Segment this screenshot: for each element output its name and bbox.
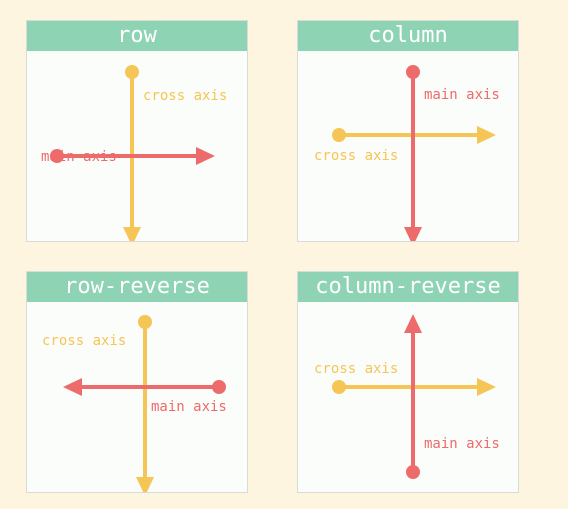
cross-axis-label: cross axis bbox=[314, 148, 399, 164]
panel-title: column-reverse bbox=[298, 272, 518, 302]
main-axis-start-dot bbox=[406, 465, 420, 479]
main-axis-start-dot bbox=[50, 149, 64, 163]
cross-axis-arrowhead bbox=[477, 378, 496, 396]
cross-axis-arrowhead bbox=[477, 126, 496, 144]
panel-row-reverse: row-reverse cross axis main axis bbox=[26, 271, 248, 493]
cross-axis-label: cross axis bbox=[143, 88, 228, 104]
cross-axis-start-dot bbox=[125, 65, 139, 79]
main-axis-start-dot bbox=[406, 65, 420, 79]
main-axis-label: main axis bbox=[424, 87, 500, 103]
panel-title: row bbox=[27, 21, 247, 51]
panel-title: column bbox=[298, 21, 518, 51]
main-axis-arrowhead bbox=[404, 314, 422, 333]
main-axis-label: main axis bbox=[41, 149, 117, 165]
panel-row: row cross axis main axis bbox=[26, 20, 248, 242]
cross-axis-arrowhead bbox=[123, 227, 141, 241]
main-axis-label: main axis bbox=[424, 436, 500, 452]
panel-column: column main axis cross axis bbox=[297, 20, 519, 242]
main-axis-arrowhead bbox=[404, 227, 422, 241]
main-axis-start-dot bbox=[212, 380, 226, 394]
main-axis-label: main axis bbox=[151, 399, 227, 415]
cross-axis-label: cross axis bbox=[314, 361, 399, 377]
axes-diagram-column-reverse bbox=[332, 314, 496, 479]
panel-column-reverse: column-reverse cross axis main axis bbox=[297, 271, 519, 493]
main-axis-arrowhead bbox=[63, 378, 82, 396]
cross-axis-start-dot bbox=[138, 315, 152, 329]
cross-axis-start-dot bbox=[332, 380, 346, 394]
cross-axis-start-dot bbox=[332, 128, 346, 142]
axes-diagram-row-reverse bbox=[63, 315, 226, 492]
main-axis-arrowhead bbox=[196, 147, 215, 165]
panel-title: row-reverse bbox=[27, 272, 247, 302]
cross-axis-arrowhead bbox=[136, 477, 154, 492]
cross-axis-label: cross axis bbox=[42, 333, 127, 349]
axes-diagram-column bbox=[332, 65, 496, 241]
axes-diagram-row bbox=[50, 65, 215, 241]
